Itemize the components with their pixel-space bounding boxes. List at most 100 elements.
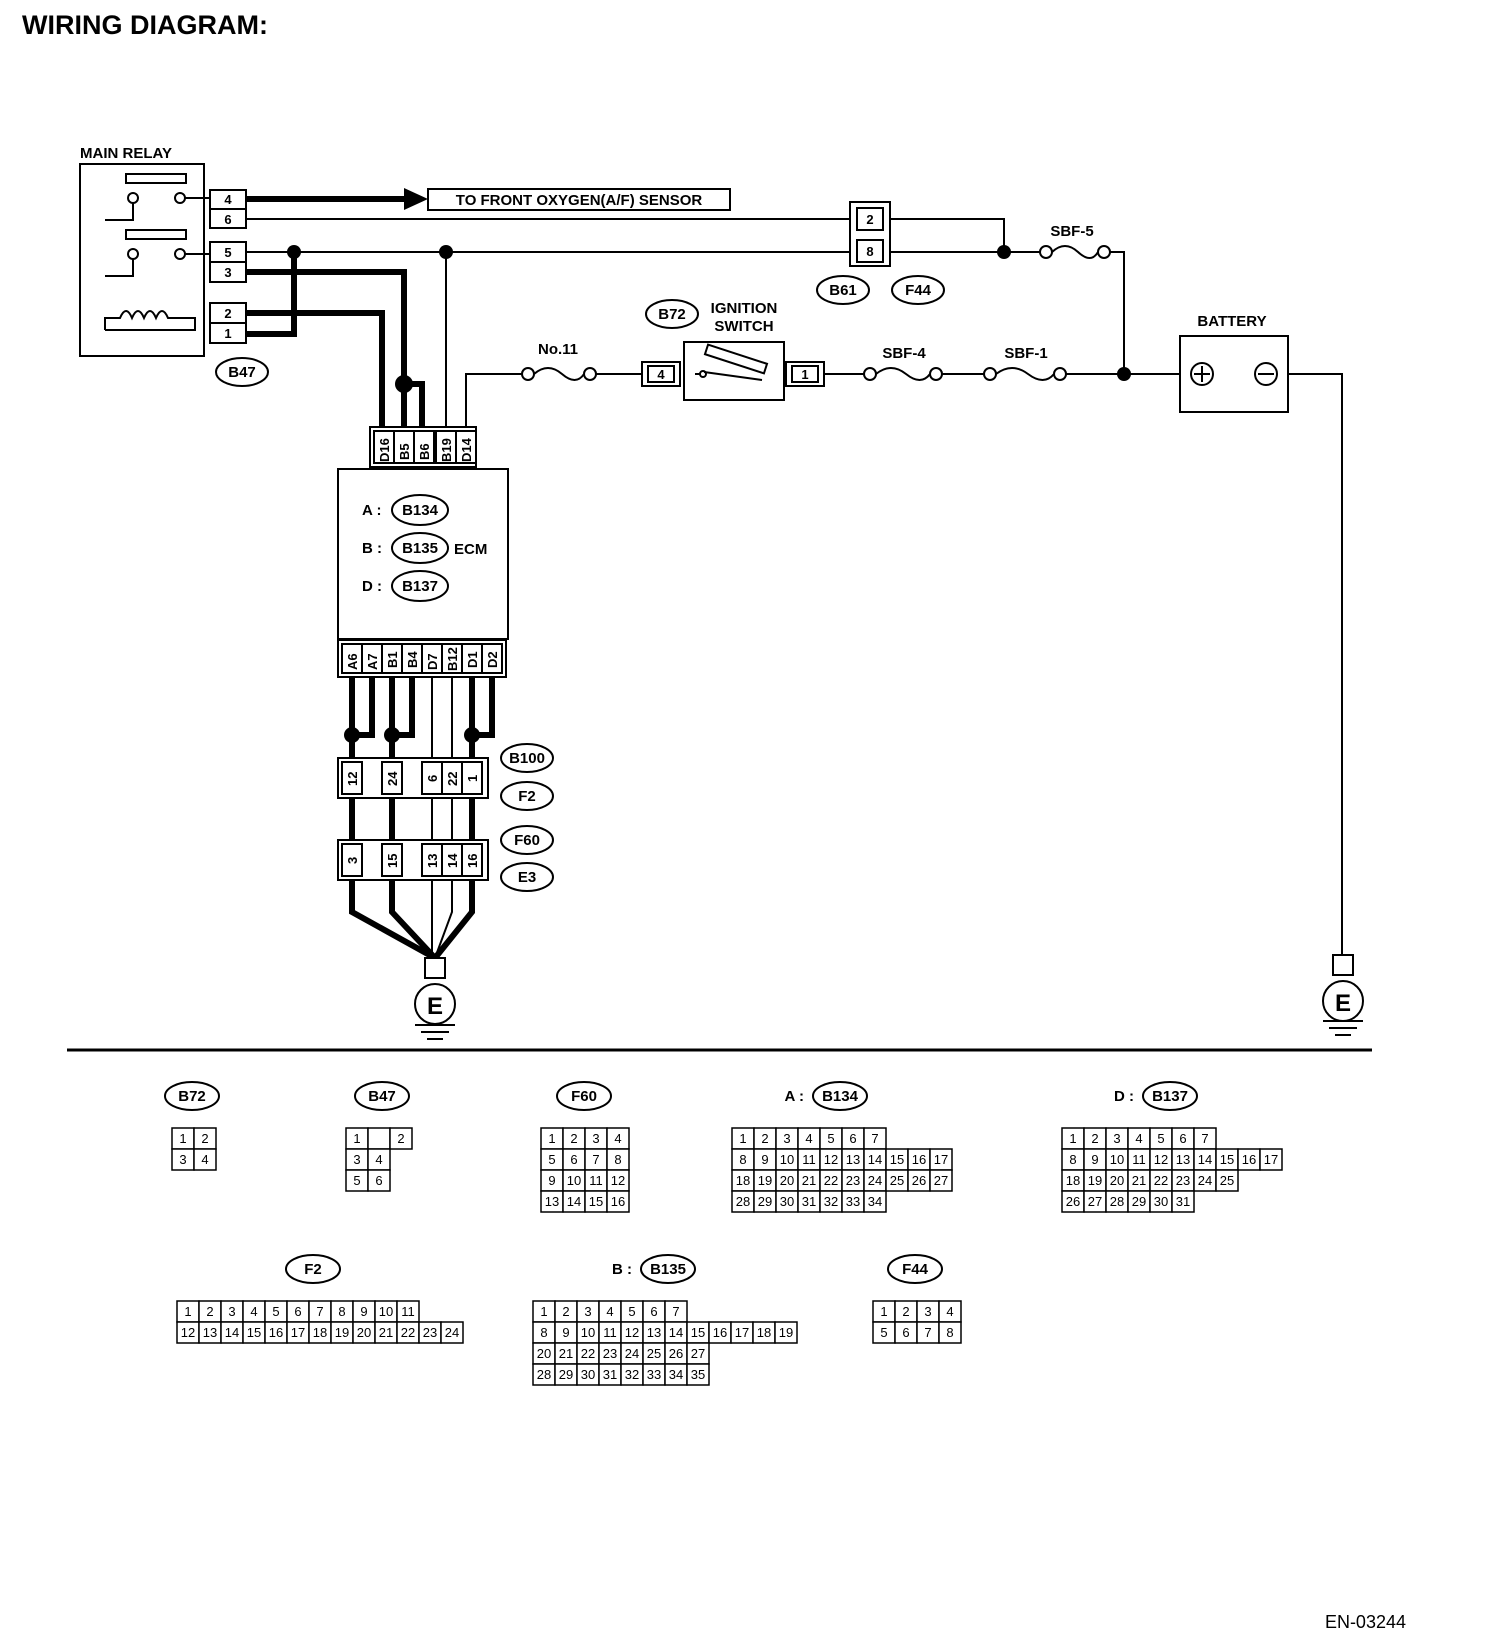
battery-label: BATTERY bbox=[1197, 313, 1266, 330]
ecm-pin: B12 bbox=[445, 647, 460, 671]
ecm-pin: D2 bbox=[485, 651, 500, 668]
fuse-sbf5-label: SBF-5 bbox=[1050, 223, 1093, 240]
connector-pin-number: 20 bbox=[780, 1173, 794, 1188]
connector-pin-number: 11 bbox=[1132, 1152, 1146, 1167]
b61-tag bbox=[816, 275, 870, 305]
connector-tag bbox=[812, 1081, 868, 1111]
connector-pin-number: 29 bbox=[559, 1367, 573, 1382]
connector-pin-number: 1 bbox=[1069, 1131, 1076, 1146]
connector-pin-number: 15 bbox=[247, 1325, 261, 1340]
connector-pin-number: 1 bbox=[179, 1131, 186, 1146]
connector-pin-number: 29 bbox=[758, 1194, 772, 1209]
connector-tag bbox=[285, 1254, 341, 1284]
connector-name: B134 bbox=[822, 1088, 859, 1105]
connector-pin-number: 10 bbox=[581, 1325, 595, 1340]
connector-cell bbox=[686, 1363, 710, 1386]
b72-label: B72 bbox=[658, 306, 686, 323]
connector-pin-number: 8 bbox=[739, 1152, 746, 1167]
ecm-pin: D16 bbox=[377, 438, 392, 462]
e3-label: E3 bbox=[518, 869, 536, 886]
connector-pin-number: 30 bbox=[581, 1367, 595, 1382]
connector-pin-number: 12 bbox=[611, 1173, 625, 1188]
connector-cell bbox=[938, 1321, 962, 1344]
connector-pin-number: 27 bbox=[934, 1173, 948, 1188]
connector-pin-number: 6 bbox=[570, 1152, 577, 1167]
connector-pin-number: 2 bbox=[902, 1304, 909, 1319]
connector-pin-number: 6 bbox=[902, 1325, 909, 1340]
connector-pin-number: 5 bbox=[548, 1152, 555, 1167]
connector-pin-number: 15 bbox=[589, 1194, 603, 1209]
connector-pin-number: 14 bbox=[868, 1152, 882, 1167]
b61-label: B61 bbox=[829, 282, 857, 299]
connector-pin-number: 1 bbox=[540, 1304, 547, 1319]
connector-pin-number: 21 bbox=[802, 1173, 816, 1188]
connector-pin-number: 7 bbox=[316, 1304, 323, 1319]
ignition-pin: 1 bbox=[801, 367, 808, 382]
ecm-connector-name: B135 bbox=[402, 540, 438, 557]
connector-tag bbox=[887, 1254, 943, 1284]
f60-pin: 16 bbox=[465, 854, 480, 868]
relay-contact-point bbox=[127, 192, 139, 204]
connector-pin-number: 8 bbox=[338, 1304, 345, 1319]
connector-cell bbox=[367, 1127, 391, 1150]
ecm-pin: A6 bbox=[345, 653, 360, 670]
ecm-label: ECM bbox=[454, 541, 487, 558]
relay-contact-bar bbox=[125, 229, 187, 240]
junction-dot bbox=[464, 727, 480, 743]
connector-pin-number: 17 bbox=[291, 1325, 305, 1340]
connector-pin-number: 2 bbox=[1091, 1131, 1098, 1146]
connector-pin-number: 11 bbox=[589, 1173, 603, 1188]
b47-pin: 1 bbox=[224, 326, 231, 341]
connector-prefix: D : bbox=[1114, 1088, 1134, 1105]
connector-cell bbox=[606, 1190, 630, 1213]
b47-pin: 2 bbox=[224, 306, 231, 321]
main-relay-label: MAIN RELAY bbox=[80, 145, 172, 162]
connector-cell bbox=[367, 1169, 391, 1192]
connector-pin-number: 11 bbox=[401, 1304, 415, 1319]
connector-pin-number: 16 bbox=[611, 1194, 625, 1209]
connector-pin-number: 28 bbox=[1110, 1194, 1124, 1209]
connector-pin-number: 23 bbox=[603, 1346, 617, 1361]
connector-pin-number: 8 bbox=[1069, 1152, 1076, 1167]
connector-tag bbox=[164, 1081, 220, 1111]
connector-pin-number: 6 bbox=[1179, 1131, 1186, 1146]
connector-pin-number: 16 bbox=[1242, 1152, 1256, 1167]
connector-pin-number: 22 bbox=[1154, 1173, 1168, 1188]
connector-pin-number: 14 bbox=[567, 1194, 581, 1209]
connector-pin-number: 28 bbox=[537, 1367, 551, 1382]
connector-pin-number: 13 bbox=[846, 1152, 860, 1167]
ecm-pin: D14 bbox=[459, 437, 474, 462]
b61-pin: 2 bbox=[866, 212, 873, 227]
ground-label: E bbox=[1335, 990, 1351, 1017]
connector-pin-number: 23 bbox=[846, 1173, 860, 1188]
connector-pin-number: 31 bbox=[1176, 1194, 1190, 1209]
connector-pin-number: 7 bbox=[924, 1325, 931, 1340]
connector-pin-number: 17 bbox=[1264, 1152, 1278, 1167]
connector-pin-number: 16 bbox=[912, 1152, 926, 1167]
connector-pin-number: 20 bbox=[1110, 1173, 1124, 1188]
connector-pin-number: 24 bbox=[625, 1346, 639, 1361]
main-relay-body bbox=[79, 163, 205, 357]
connector-pin-number: 9 bbox=[548, 1173, 555, 1188]
connector-pin-number: 24 bbox=[445, 1325, 459, 1340]
connector-pin-number: 15 bbox=[691, 1325, 705, 1340]
ecm-connector-name: B137 bbox=[402, 578, 438, 595]
connector-pin-number: 8 bbox=[946, 1325, 953, 1340]
connector-pin-number: 19 bbox=[779, 1325, 793, 1340]
connector-cell bbox=[774, 1321, 798, 1344]
fuse-icon bbox=[1051, 245, 1099, 259]
connector-pin-number: 31 bbox=[603, 1367, 617, 1382]
connector-cell bbox=[1215, 1169, 1239, 1192]
wire-b6 bbox=[404, 381, 425, 433]
wire-pin6 bbox=[890, 218, 1005, 252]
connector-pin-number: 10 bbox=[780, 1152, 794, 1167]
b100-pin: 12 bbox=[345, 772, 360, 786]
ecm-pin: B6 bbox=[417, 443, 432, 460]
ignition-pin: 4 bbox=[657, 367, 665, 382]
connector-name: B47 bbox=[368, 1088, 396, 1105]
connector-name: B137 bbox=[1152, 1088, 1188, 1105]
